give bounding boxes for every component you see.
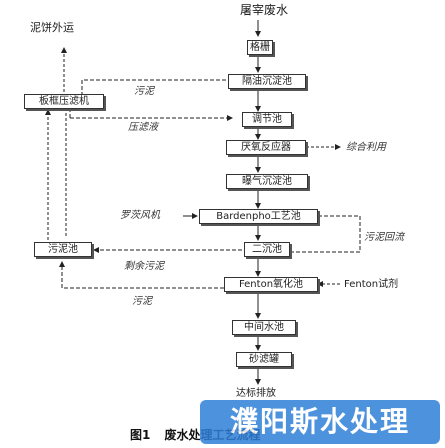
reuse-label: 综合利用 [346,142,386,153]
sand-filter-box: 砂滤罐 [236,352,292,367]
secondary-sed-box: 二沉池 [244,242,290,257]
discharge-label: 达标排放 [236,388,276,399]
grille-box: 格栅 [247,40,273,55]
adjust-tank-box: 调节池 [242,112,292,127]
bardenpho-box: Bardenpho工艺池 [199,209,318,224]
filter-press-box: 板框压滤机 [24,94,104,109]
mid-tank-box: 中间水池 [232,320,296,335]
watermark-logo: 濮阳斯水处理 [200,400,440,444]
sludge-out-label: 泥饼外运 [30,21,74,34]
excess-sludge-label: 剩余污泥 [124,261,164,272]
sludge-tank-box: 污泥池 [34,242,92,257]
grease-tank-box: 隔油沉淀池 [228,74,306,89]
return-sludge-label: 污泥回流 [364,232,404,243]
source-label: 屠宰废水 [240,3,289,17]
sludge-b-label: 污泥 [132,296,152,307]
sludge-a-label: 污泥 [134,86,154,97]
fenton-reagent-label: Fenton试剂 [344,279,399,290]
figure-number: 图1 [130,428,151,442]
roots-blower-label: 罗茨风机 [120,210,160,221]
press-liquid-label: 压滤液 [128,122,158,133]
fenton-tank-box: Fenton氧化池 [224,277,318,292]
anaerobic-box: 厌氧反应器 [226,140,306,155]
aeration-box: 曝气沉淀池 [226,174,308,189]
